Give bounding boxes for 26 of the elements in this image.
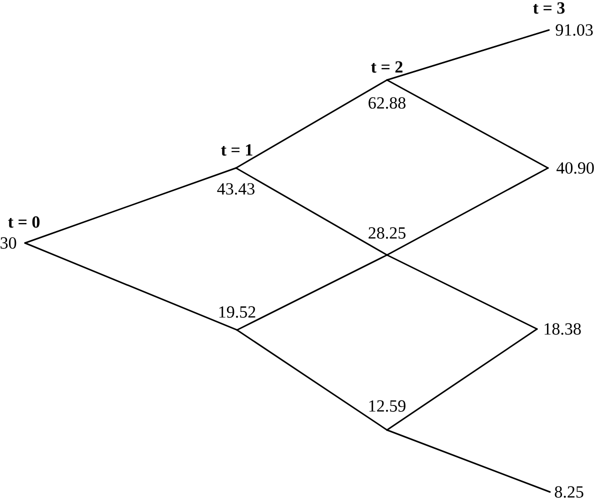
tree-branch	[386, 328, 538, 431]
tree-branch	[235, 79, 388, 169]
value-label: 28.25	[368, 227, 406, 239]
tree-branch	[235, 167, 388, 256]
value-label: 18.38	[544, 323, 581, 335]
value-label: 19.52	[219, 306, 256, 318]
value-label: 30	[0, 237, 16, 249]
tree-branch	[24, 242, 238, 331]
tree-branch	[386, 167, 549, 256]
value-label: 91.03	[556, 24, 593, 36]
value-label: 62.88	[368, 97, 406, 109]
tree-branch	[386, 254, 538, 330]
value-label: 43.43	[217, 183, 254, 195]
tree-branch	[236, 254, 388, 331]
value-label: 8.25	[554, 486, 584, 498]
time-label: t = 2	[371, 61, 402, 73]
tree-branch	[236, 329, 388, 431]
value-label: 12.59	[369, 400, 406, 412]
tree-branch	[24, 167, 237, 244]
value-label: 40.90	[556, 162, 594, 174]
time-label: t = 0	[8, 216, 40, 228]
tree-branch	[386, 79, 549, 169]
time-label: t = 3	[533, 2, 565, 14]
time-label: t = 1	[221, 144, 252, 156]
tree-branch	[386, 29, 550, 81]
tree-branch	[386, 429, 551, 493]
